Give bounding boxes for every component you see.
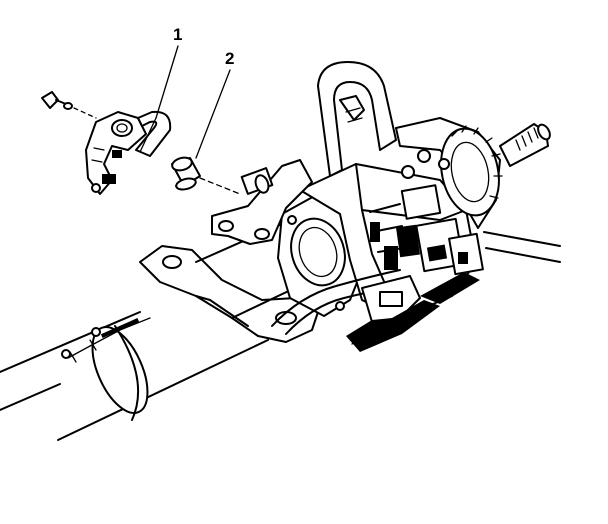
mounting-bracket xyxy=(139,245,319,343)
lock-mechanism xyxy=(369,184,484,276)
part-1-sensor-bracket xyxy=(41,91,172,195)
column-tube xyxy=(0,311,269,441)
upper-hub xyxy=(395,117,551,229)
side-bracket xyxy=(211,159,313,245)
callout-2: 2 xyxy=(225,49,234,68)
part-2-bushing xyxy=(171,156,241,195)
callout-1: 1 xyxy=(173,25,182,44)
callout-leaders xyxy=(139,45,231,159)
wiring-harness xyxy=(271,231,561,352)
tilt-lever xyxy=(317,61,397,177)
